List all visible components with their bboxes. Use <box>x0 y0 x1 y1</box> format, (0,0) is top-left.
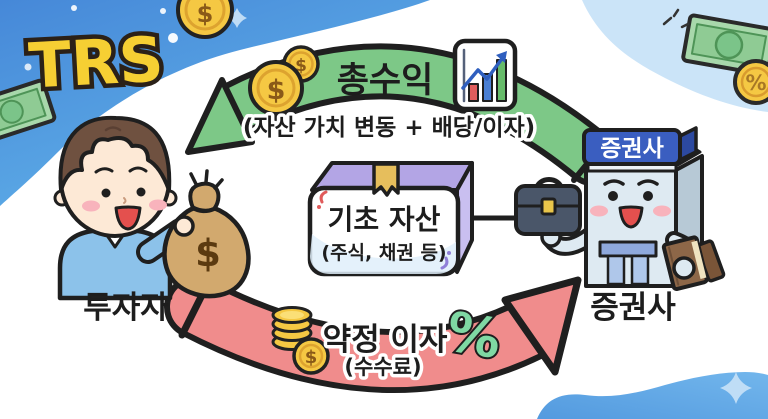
tape-icon <box>372 162 400 197</box>
broker-sign: 증권사 <box>582 128 682 166</box>
investor-label: 투자자 <box>83 290 169 326</box>
arrowhead <box>501 276 582 376</box>
accent-tick <box>319 190 328 204</box>
bag-dollar-glyph: $ <box>195 232 221 275</box>
chart-icon <box>452 38 518 112</box>
background-bottom-right-wave <box>537 372 768 419</box>
fee-label: 약정 이자 <box>323 322 448 358</box>
coin-dollar-glyph: $ <box>305 347 318 368</box>
dot-decoration <box>24 63 32 71</box>
mouth <box>114 205 142 231</box>
total-return-arrow: $ $ 총수익 <box>185 38 620 186</box>
broker-building: 증권사 <box>514 126 726 292</box>
coin-dollar-glyph: $ <box>267 75 286 106</box>
briefcase-icon <box>514 177 582 236</box>
sparkle-icon <box>662 8 690 29</box>
coin-dollar-glyph: $ <box>295 56 307 76</box>
asset-value-note: (자산 가치 변동 + 배당/이자) <box>243 115 535 141</box>
asset-box-sublabel: (주식, 채권 등) <box>321 242 446 264</box>
hand <box>173 215 195 237</box>
door-pane <box>630 254 650 286</box>
coin-icon: $ <box>176 0 234 39</box>
background-top-left-blob <box>0 0 430 206</box>
sparkle-icon <box>227 8 247 28</box>
dot-decoration <box>160 8 166 14</box>
coin-stack-icon: $ <box>271 306 330 375</box>
mouth <box>618 205 644 229</box>
door-pane <box>606 254 626 286</box>
coin-dollar-glyph: $ <box>197 0 214 28</box>
banknote-icon: % <box>662 8 768 105</box>
trs-title: TRS <box>27 23 165 103</box>
dot-decoration <box>71 5 77 11</box>
accent-tick <box>440 256 449 270</box>
banknote-icon <box>0 78 57 145</box>
door-awning <box>598 240 658 258</box>
total-return-label: 총수익 <box>337 61 434 101</box>
percent-symbol: % <box>442 300 506 371</box>
asset-box: 기초 자산 (주식, 채권 등) <box>307 161 474 277</box>
broker-sign-label: 증권사 <box>600 136 663 162</box>
coin-percent-glyph: % <box>745 71 766 95</box>
hand <box>672 256 696 280</box>
percent-coin-icon: % <box>733 59 768 105</box>
hair <box>58 115 172 192</box>
fee-arrow: $ 약정 이자 (수수료) % <box>164 275 582 394</box>
coin-icon: $ $ <box>248 45 320 116</box>
arrowhead <box>185 77 255 155</box>
broker-label: 증권사 <box>590 290 676 326</box>
fee-sublabel: (수수료) <box>344 355 421 379</box>
investor-character: $ <box>53 115 251 301</box>
asset-box-label: 기초 자산 <box>328 203 441 236</box>
dot-decoration <box>168 33 178 43</box>
sparkle-icon <box>720 372 752 404</box>
